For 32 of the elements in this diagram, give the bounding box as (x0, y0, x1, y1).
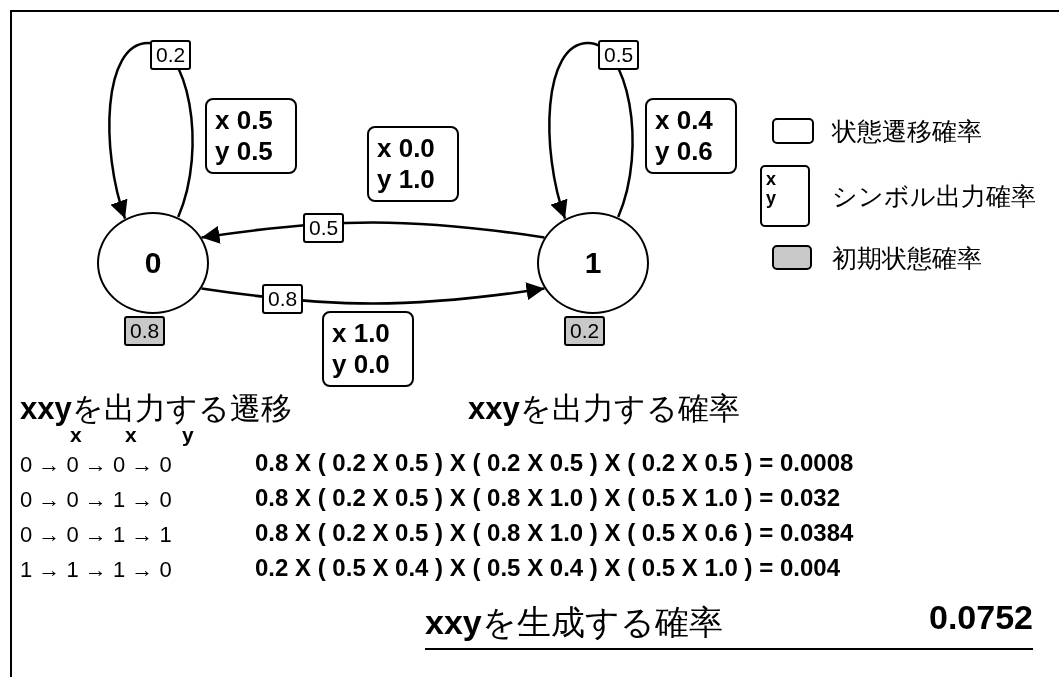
probability-formula: 0.8 X ( 0.2 X 0.5 ) X ( 0.8 X 1.0 ) X ( 0.5 X 0.6 ) = 0.0384 (255, 519, 854, 547)
state-circle: 0 (97, 212, 209, 314)
column-heading: xxyを出力する確率 (468, 390, 740, 428)
state-sequence: 0 → 0 → 0 → 0 (20, 452, 172, 478)
initial-probability-tag: 0.2 (564, 316, 606, 346)
transition-arrow (108, 41, 194, 219)
legend-text: 状態遷移確率 (832, 116, 982, 147)
edge-label: 0.5 (303, 213, 345, 243)
transition-arrow (201, 221, 545, 244)
legend-sample-text: y (766, 188, 776, 209)
emission-box: x 0.5 y 0.5 (205, 98, 297, 174)
probability-formula: 0.8 X ( 0.2 X 0.5 ) X ( 0.2 X 0.5 ) X ( 0.2 X 0.5 ) = 0.0008 (255, 449, 854, 477)
edge-label: 0.8 (262, 284, 304, 314)
total-value: 0.0752 (929, 598, 1033, 637)
state-sequence: 1 → 1 → 1 → 0 (20, 557, 172, 583)
legend-text: 初期状態確率 (832, 243, 982, 274)
emission-box: x 1.0 y 0.0 (322, 311, 414, 387)
edge-label: 0.2 (150, 40, 192, 70)
transition-arrow (201, 282, 545, 305)
total-label: xxyを生成する確率 (425, 602, 723, 643)
emission-box: x 0.4 y 0.6 (645, 98, 737, 174)
initial-probability-tag: 0.8 (124, 316, 166, 346)
legend-text: シンボル出力確率 (832, 181, 1036, 212)
state-sequence: 0 → 0 → 1 → 1 (20, 522, 172, 548)
state-circle: 1 (537, 212, 649, 314)
emission-box: x 0.0 y 1.0 (367, 126, 459, 202)
state-sequence: 0 → 0 → 1 → 0 (20, 487, 172, 513)
transition-arrow (548, 41, 634, 219)
legend-sample-text: x (766, 169, 776, 190)
probability-formula: 0.2 X ( 0.5 X 0.4 ) X ( 0.5 X 0.4 ) X ( 0.5 X 1.0 ) = 0.004 (255, 554, 840, 582)
edge-label: 0.5 (598, 40, 640, 70)
probability-formula: 0.8 X ( 0.2 X 0.5 ) X ( 0.8 X 1.0 ) X ( 0.5 X 1.0 ) = 0.032 (255, 484, 840, 512)
